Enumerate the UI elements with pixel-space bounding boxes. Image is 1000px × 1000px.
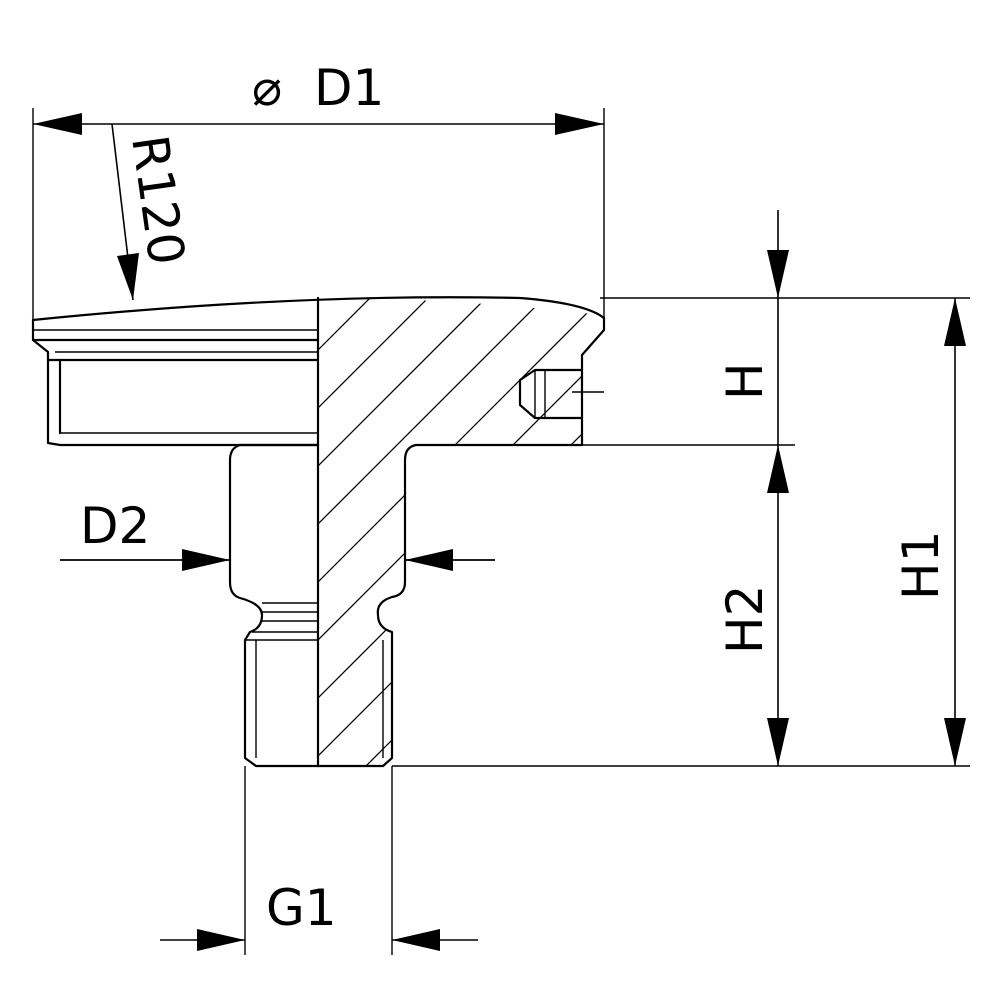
hatch-line [363, 298, 600, 766]
hatch-line [318, 298, 495, 766]
label-r120: R120 [120, 132, 196, 269]
h2-arrow-top [767, 445, 789, 493]
label-h: H [716, 362, 774, 400]
label-d1: D1 [314, 59, 384, 117]
h2-arrow-bottom [767, 718, 789, 766]
label-g1: G1 [266, 879, 337, 937]
hatch-line [479, 298, 600, 766]
hatch-line [318, 298, 600, 766]
r120-arrow [117, 253, 139, 300]
hatch-line [318, 298, 600, 766]
dimension-lines [33, 123, 956, 941]
g1-arrow-left [197, 929, 245, 951]
d1-arrow-right [555, 113, 604, 135]
hatch-line [421, 298, 600, 766]
hatch-line [318, 298, 600, 766]
hatch-line [318, 298, 600, 766]
label-h2: H2 [716, 585, 774, 654]
d2-arrow-left [182, 549, 230, 571]
arrowheads [33, 113, 966, 951]
dimension-labels: ⌀ D1 R120 H H2 H1 D2 G1 [80, 59, 950, 937]
h1-arrow-top [944, 298, 966, 346]
hatch-line [318, 298, 600, 766]
d2-arrow-right [405, 549, 453, 571]
hatch-line [318, 298, 600, 766]
part-outline [31, 296, 606, 768]
h-arrow [767, 250, 789, 298]
h1-arrow-bottom [944, 718, 966, 766]
label-h1: H1 [892, 531, 950, 600]
diameter-symbol: ⌀ [252, 59, 282, 117]
hatch-line [318, 298, 379, 766]
hatch-line [318, 298, 437, 766]
hatch-line [318, 298, 600, 766]
extension-lines [32, 108, 970, 955]
d1-arrow-left [33, 113, 82, 135]
label-d2: D2 [80, 497, 150, 555]
g1-arrow-right [392, 929, 440, 951]
